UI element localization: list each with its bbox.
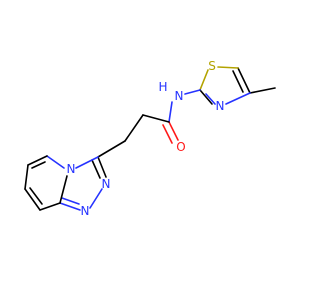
bond-n3-c4: [225, 92, 251, 105]
bond-n4-c3: [75, 156, 99, 169]
bond-chain-3: [97, 140, 126, 158]
bond-c6-c7: [24, 164, 29, 190]
bond-n1-c8a: [59, 202, 81, 211]
atom-nitrogen-amide: N: [175, 89, 184, 103]
bond-n2-n1: [89, 188, 103, 209]
bond-s-c2: [199, 69, 209, 91]
bond-nh-co: [168, 101, 173, 123]
bond-c4-c5: [237, 67, 251, 94]
bond-c3-n2-double: [91, 159, 101, 179]
molecule-structure: S N N H O N N N: [24, 59, 276, 218]
bond-n4-c5: [46, 155, 65, 169]
atom-nitrogen-bridgehead: N: [67, 162, 76, 176]
bond-chain-2: [124, 114, 144, 142]
bond-methyl: [249, 87, 276, 94]
bond-c8-c8a: [39, 202, 61, 211]
bond-c8a-n4: [59, 175, 68, 204]
bond-n1-c8a-double: [61, 197, 80, 205]
atom-nitrogen-triazole-a: N: [102, 177, 111, 191]
bond-co: [168, 121, 179, 141]
bond-c2-n3: [199, 89, 213, 105]
bond-c3-n2: [97, 156, 107, 178]
bond-c7-c8: [24, 188, 41, 211]
bond-chain-1: [142, 114, 170, 123]
atom-nitrogen-thiazole: N: [216, 99, 225, 113]
atom-nitrogen-triazole-b: N: [81, 204, 90, 218]
bond-c5-s: [217, 66, 239, 69]
atom-oxygen-carbonyl: O: [176, 140, 185, 154]
bond-c2-nh: [184, 89, 201, 95]
bond-c7-c8-double: [29, 187, 43, 205]
bond-c5-c6-double: [31, 161, 46, 169]
bond-c5-c6: [27, 155, 48, 166]
atom-sulfur: S: [208, 59, 216, 73]
bond-c2-n3-double: [205, 93, 216, 105]
bond-co-double: [162, 124, 173, 144]
atom-hydrogen-amide: H: [158, 80, 167, 94]
bond-c4-c5-double: [232, 70, 244, 93]
